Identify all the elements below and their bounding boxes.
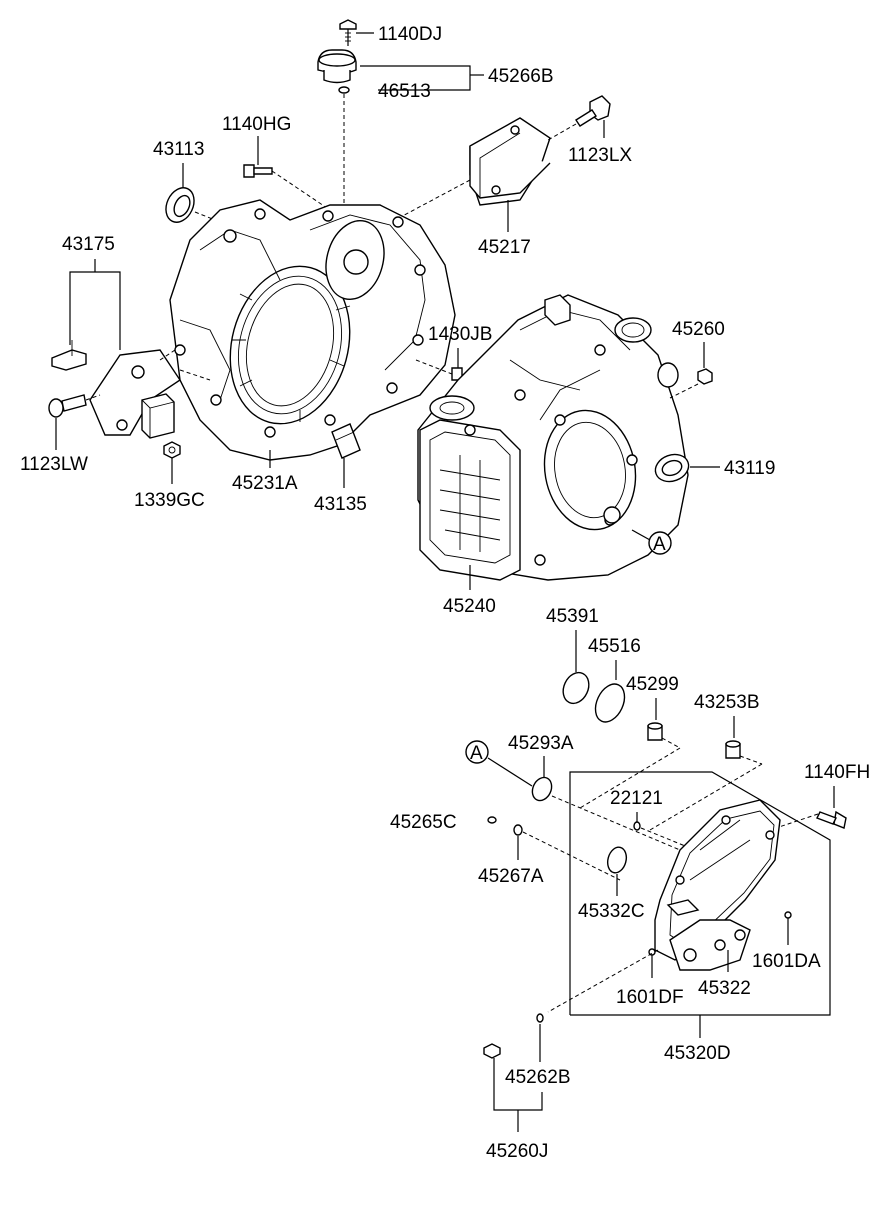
label-ref-A-upper: A: [653, 534, 666, 555]
label-1123LW: 1123LW: [20, 454, 88, 475]
label-45391: 45391: [546, 606, 599, 627]
oil-seal-43119: [654, 453, 690, 483]
label-45217: 45217: [478, 237, 531, 258]
label-ref-A-lower: A: [470, 743, 483, 764]
label-45267A: 45267A: [478, 866, 544, 887]
label-22121: 22121: [610, 788, 663, 809]
label-45240: 45240: [443, 596, 496, 617]
label-1140DJ: 1140DJ: [378, 24, 442, 45]
plug-22121: [633, 821, 641, 831]
converter-housing-45231A: [169, 199, 456, 461]
label-45266B: 45266B: [488, 66, 554, 87]
bracket-45217: [469, 117, 551, 206]
oil-seal-43113: [165, 187, 195, 223]
label-43135: 43135: [314, 494, 367, 515]
label-1601DF: 1601DF: [616, 987, 684, 1008]
label-45231A: 45231A: [232, 473, 298, 494]
bolt-1123LX: [575, 95, 611, 127]
o-ring-45391: [562, 671, 590, 705]
transaxle-case-45240: [417, 294, 689, 581]
label-45260J: 45260J: [486, 1141, 548, 1162]
label-43113: 43113: [153, 139, 204, 160]
nut-1339GC: [163, 441, 181, 459]
reference-circle-A-lower: [465, 740, 489, 764]
bushing-43253B: [725, 740, 741, 759]
label-45320D: 45320D: [664, 1043, 731, 1064]
label-46513: 46513: [378, 81, 431, 102]
label-45322: 45322: [698, 978, 751, 999]
end-cover-45322: [654, 799, 781, 971]
label-1123LX: 1123LX: [568, 145, 632, 166]
filler-cap-45266B: [317, 49, 357, 84]
plug-45260: [697, 368, 713, 385]
label-45265C: 45265C: [390, 812, 457, 833]
label-43175: 43175: [62, 234, 115, 255]
label-45299: 45299: [626, 674, 679, 695]
bolt-1140HG: [243, 164, 273, 178]
bracket-43175: [89, 349, 181, 439]
o-ring-45293A: [531, 776, 553, 802]
plug-45262B: [536, 1013, 544, 1023]
plug-45265C: [487, 816, 497, 824]
bushing-45299: [647, 722, 663, 741]
bolt-1140FH: [816, 810, 847, 829]
label-1140HG: 1140HG: [222, 114, 291, 135]
o-ring-45516: [594, 683, 626, 723]
plug-45267A: [513, 824, 523, 836]
label-45516: 45516: [588, 636, 641, 657]
label-1601DA: 1601DA: [752, 951, 821, 972]
label-45293A: 45293A: [508, 733, 574, 754]
o-ring-46513: [338, 86, 350, 94]
reference-circle-A-upper: [648, 531, 672, 555]
label-1140FH: 1140FH: [804, 762, 870, 783]
bolt-1123LW: [48, 394, 87, 418]
label-45262B: 45262B: [505, 1067, 571, 1088]
plug-1601DA: [784, 911, 792, 919]
label-43119: 43119: [724, 458, 775, 479]
bolt-45260J: [483, 1043, 501, 1059]
label-43253B: 43253B: [694, 692, 760, 713]
label-45260: 45260: [672, 319, 725, 340]
bolt-1140DJ: [339, 19, 357, 46]
clip-43175: [51, 340, 87, 371]
label-1430JB: 1430JB: [428, 324, 492, 345]
label-1339GC: 1339GC: [134, 490, 205, 511]
label-45332C: 45332C: [578, 901, 645, 922]
o-ring-45332C: [606, 846, 628, 874]
clip-43135: [331, 423, 361, 459]
